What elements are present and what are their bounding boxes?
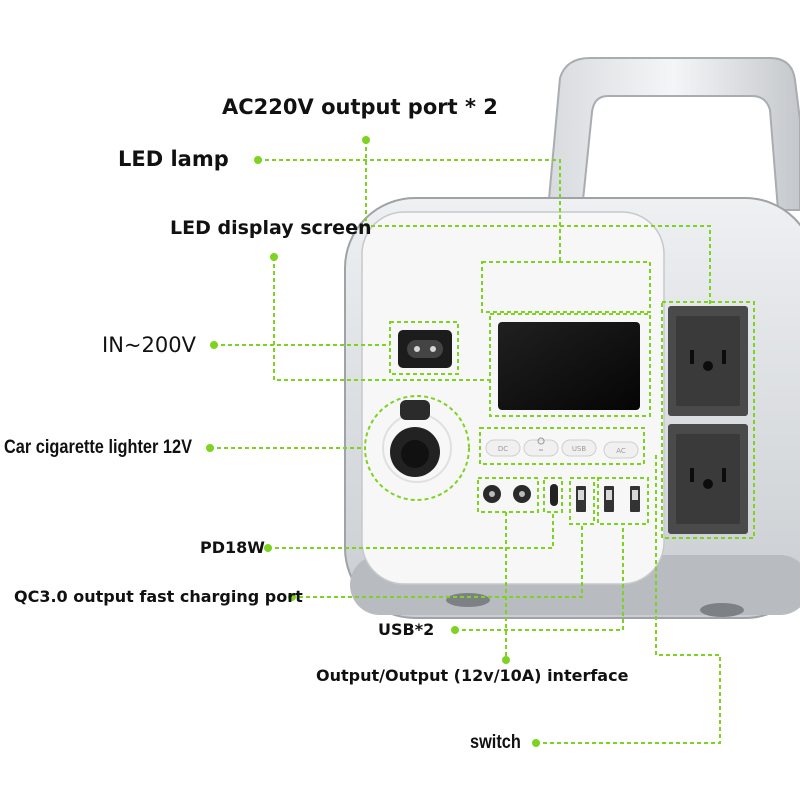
highlight-dc-ports [477,477,539,513]
carry-handle [546,57,800,211]
dc-output-port-1-pin [489,491,495,497]
leader-led-display [273,257,490,381]
car-lighter-hole [401,440,429,468]
usb-port-2-insert [632,490,638,500]
ac-input-pin-left [414,346,420,352]
label-led-display: LED display screen [170,217,372,239]
panel-button-ac: AC [603,441,639,459]
dot-qc [288,593,296,601]
dot-ac-output [362,136,370,144]
led-display-screen [498,322,640,410]
dot-led-lamp [254,156,262,164]
usb-c-port [550,484,558,506]
panel-button-dc: DC [485,439,521,457]
ac-outlet-ground-bottom [703,479,713,489]
dot-switch [532,739,540,747]
label-pd: PD18W [200,538,265,557]
dot-led-display [270,253,278,261]
label-switch: switch [470,732,521,753]
highlight-pd-port [543,477,563,513]
ac-outlet-slot-top-left [690,350,694,364]
lamp-icon [537,437,545,451]
ac-outlet-slot-bottom-left [690,468,694,482]
label-usb: USB*2 [378,620,435,639]
ac-input-pin-right [430,346,436,352]
panel-button-ac-label: AC [616,447,626,455]
label-car-lighter: Car cigarette lighter 12V [4,437,192,458]
foot-right [700,603,744,617]
panel-button-usb: USB [561,439,597,457]
leader-switch [536,455,721,744]
dot-input [210,341,218,349]
highlight-display [489,313,651,417]
usb-port-1-insert [606,490,612,500]
highlight-ac-outlets [661,301,755,539]
car-lighter-cap [400,400,430,420]
label-dc-output: Output/Output (12v/10A) interface [316,666,629,685]
highlight-input [389,321,459,375]
ac-input-plug-slot [407,340,443,358]
dot-pd [264,544,272,552]
label-input: IN~200V [102,333,196,357]
ac-outlet-slot-bottom-right [722,468,726,482]
panel-button-lamp [523,437,559,457]
label-ac-output: AC220V output port * 2 [222,95,498,119]
dot-dc-output [502,656,510,664]
label-qc: QC3.0 output fast charging port [14,587,303,606]
ac-outlet-slot-top-right [722,350,726,364]
ac-outlet-ground-top [703,361,713,371]
dc-output-port-2-pin [519,491,525,497]
dot-car-lighter [206,444,214,452]
highlight-led-lamp [481,261,651,313]
leader-usb [455,524,624,631]
label-led-lamp: LED lamp [118,147,229,171]
leader-led-lamp [258,159,561,262]
highlight-buttons [479,427,645,465]
leader-qc [292,524,583,598]
leader-pd [268,512,554,549]
panel-button-dc-label: DC [498,445,508,453]
leader-ac-output [365,140,711,305]
qc-usb-port-insert [578,490,584,500]
dot-usb [451,626,459,634]
panel-button-usb-label: USB [572,445,587,453]
foot-left [446,593,490,607]
